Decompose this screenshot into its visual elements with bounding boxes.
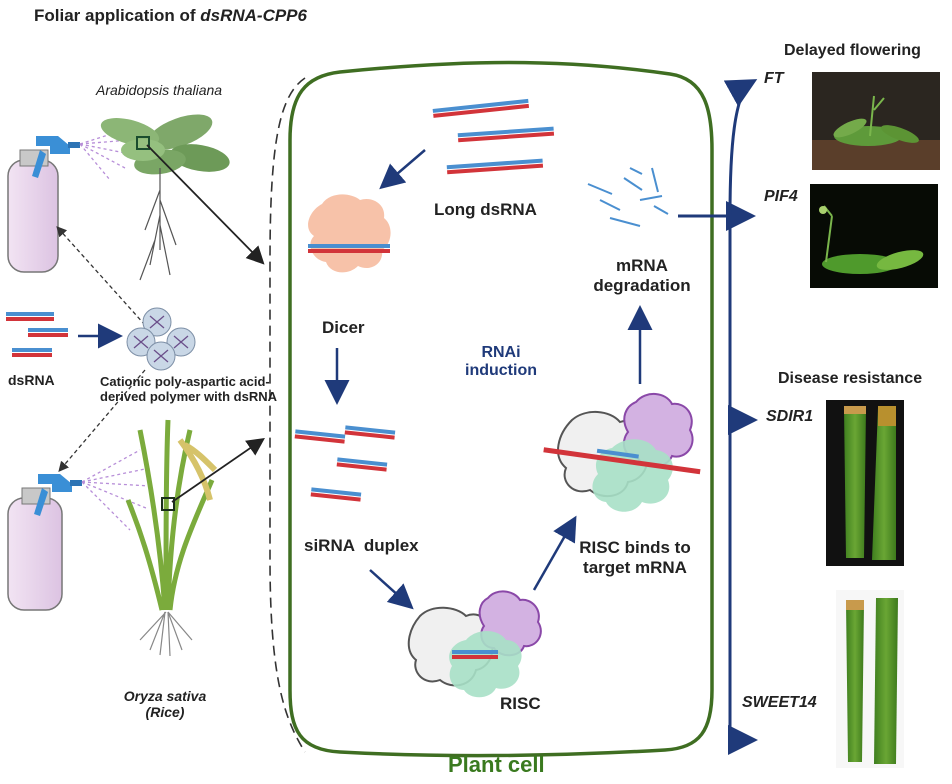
long-dsrna-icon: [432, 98, 555, 175]
delayed-flowering-label: Delayed flowering: [784, 42, 921, 59]
gene-pif4-label: PIF4: [764, 188, 798, 205]
polymer-label-line1: Cationic poly-aspartic acid-: [100, 374, 270, 389]
rice-label-line2: (Rice): [145, 704, 185, 720]
rnai-induction-label: RNAi induction: [446, 344, 556, 380]
rnai-label-line1: RNAi: [481, 344, 521, 361]
title-prefix: Foliar application of: [34, 6, 201, 25]
arabidopsis-plant-icon: [100, 114, 230, 281]
plant-cell-label: Plant cell: [448, 752, 545, 777]
risc-complex-icon: [407, 590, 542, 698]
mrna-fragments-icon: [587, 167, 669, 227]
title-emphasis: dsRNA-CPP6: [200, 6, 307, 25]
dicer-label: Dicer: [322, 318, 365, 337]
rice-plant-icon: [125, 419, 218, 657]
arabidopsis-label: Arabidopsis thaliana: [96, 82, 223, 98]
risc-bound-mrna-icon: [543, 393, 701, 512]
sdir1-leaf-photo: [826, 400, 904, 566]
mrna-degradation-label: mRNA degradation: [582, 256, 702, 296]
mrna-label-line2: degradation: [593, 276, 691, 295]
spray-bottle-bottom-icon: [7, 449, 151, 611]
dsrna-label: dsRNA: [8, 372, 55, 388]
risc-binds-line1: RISC binds to: [579, 538, 691, 557]
polymer-nanoparticle-icon: [126, 307, 196, 371]
dicer-icon: [308, 194, 391, 273]
gene-ft-label: FT: [764, 70, 784, 87]
sirna-duplex-icon: [294, 425, 396, 502]
sirna-duplex-label: siRNA duplex: [304, 536, 419, 555]
rice-label: Oryza sativa (Rice): [110, 688, 220, 720]
figure-title: Foliar application of dsRNA-CPP6: [34, 6, 307, 26]
rice-label-line1: Oryza sativa: [123, 688, 207, 704]
risc-binds-line2: target mRNA: [583, 558, 687, 577]
polymer-label: Cationic poly-aspartic acid- derived pol…: [100, 374, 277, 404]
polymer-label-line2: derived polymer with dsRNA: [100, 389, 277, 404]
gene-sdir1-label: SDIR1: [766, 408, 814, 425]
risc-label: RISC: [500, 694, 541, 713]
mrna-label-line1: mRNA: [616, 256, 668, 275]
dashed-divider: [269, 77, 306, 753]
gene-sweet14-label: SWEET14: [742, 694, 817, 711]
long-dsrna-label: Long dsRNA: [434, 200, 537, 219]
rnai-label-line2: induction: [465, 362, 537, 379]
sweet14-leaf-photo: [836, 590, 904, 768]
dsrna-icon: [6, 312, 68, 357]
ft-plant-photo: [812, 72, 940, 170]
spray-bottle-top-icon: [7, 127, 131, 273]
pif4-plant-photo: [810, 184, 938, 288]
plant-cell-border: [288, 60, 714, 758]
disease-resistance-label: Disease resistance: [778, 370, 923, 387]
risc-binds-label: RISC binds to target mRNA: [560, 538, 710, 578]
